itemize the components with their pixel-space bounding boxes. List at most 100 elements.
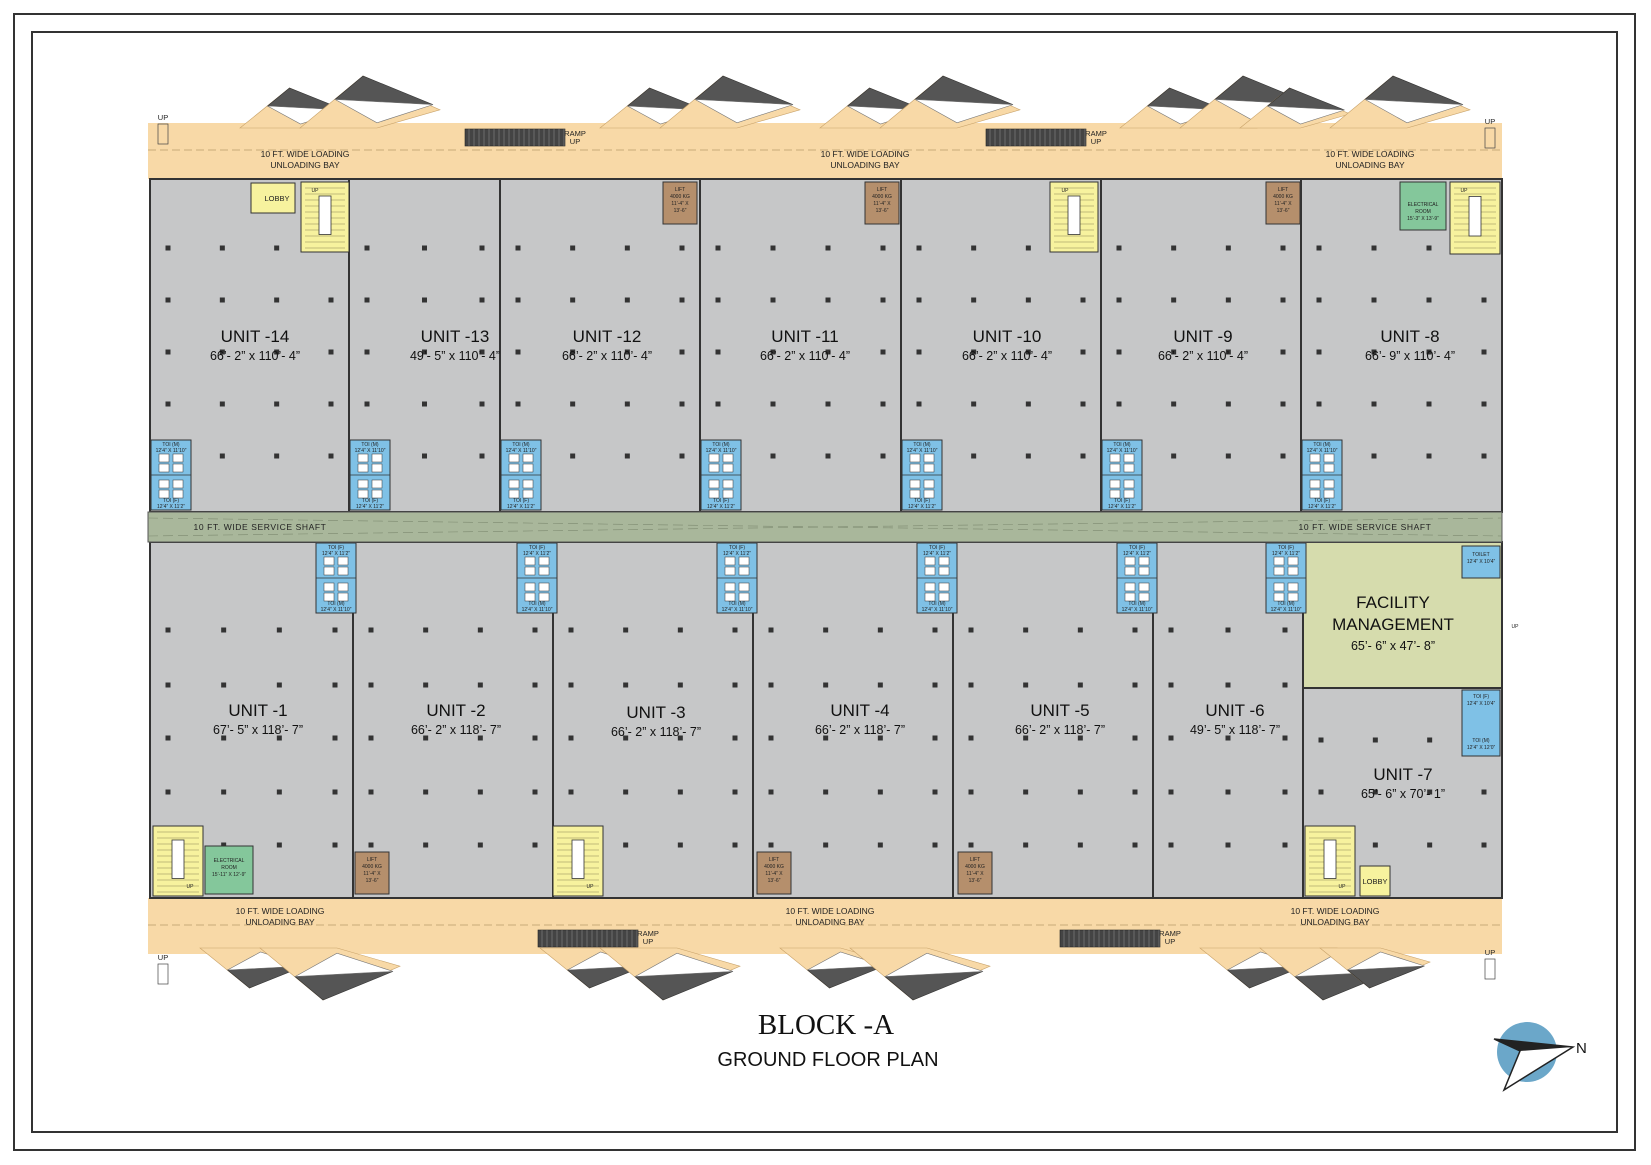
toilet-label: TOI (M) bbox=[528, 601, 545, 607]
column bbox=[971, 245, 977, 251]
wc-icon bbox=[938, 566, 950, 576]
column bbox=[679, 245, 685, 251]
column bbox=[423, 789, 429, 795]
column bbox=[364, 349, 370, 355]
toilet-dim: 12’4” X 11’2” bbox=[707, 504, 735, 510]
column bbox=[515, 349, 521, 355]
lobby-label: LOBBY bbox=[1362, 877, 1387, 886]
canopy-light bbox=[1267, 105, 1345, 125]
column bbox=[1481, 349, 1487, 355]
column bbox=[364, 245, 370, 251]
column bbox=[1023, 627, 1029, 633]
column bbox=[479, 297, 485, 303]
column bbox=[1282, 682, 1288, 688]
stair-well bbox=[1323, 839, 1337, 879]
column bbox=[1116, 349, 1122, 355]
wc-icon bbox=[337, 556, 349, 566]
column bbox=[1225, 349, 1231, 355]
column bbox=[1481, 789, 1487, 795]
column bbox=[968, 627, 974, 633]
column bbox=[332, 789, 338, 795]
wc-icon bbox=[524, 592, 536, 602]
column bbox=[624, 297, 630, 303]
column bbox=[515, 245, 521, 251]
ramp-label: UP bbox=[570, 137, 580, 146]
column bbox=[679, 297, 685, 303]
column bbox=[165, 682, 171, 688]
column bbox=[715, 349, 721, 355]
column bbox=[422, 401, 427, 407]
column bbox=[1316, 401, 1322, 407]
wc-icon bbox=[1323, 479, 1335, 489]
column bbox=[677, 627, 683, 633]
toilet-label: TOI (F) bbox=[1278, 545, 1294, 551]
column bbox=[1225, 789, 1231, 795]
toilet-dim: 12’4” X 11’2” bbox=[356, 504, 384, 510]
column bbox=[1225, 682, 1231, 688]
unit-dims-label: 66’- 9” x 110’- 4” bbox=[1365, 349, 1455, 363]
column bbox=[1171, 401, 1177, 407]
toilet-dim: 12’4” X 11’10” bbox=[907, 448, 938, 454]
toilet-label: TOI (F) bbox=[1129, 545, 1145, 551]
column bbox=[1023, 682, 1029, 688]
column bbox=[570, 349, 576, 355]
lift bbox=[662, 181, 698, 225]
wc-icon bbox=[538, 582, 550, 592]
column bbox=[276, 842, 282, 848]
ramp-label: RAMP bbox=[564, 129, 586, 138]
column bbox=[916, 349, 922, 355]
stair-up-label: UP bbox=[1461, 188, 1469, 194]
column bbox=[568, 682, 574, 688]
wc-icon bbox=[924, 592, 936, 602]
column bbox=[823, 682, 829, 688]
electrical-label: ROOM bbox=[221, 865, 237, 871]
lift bbox=[1265, 181, 1301, 225]
unit-dims-label: 66’- 2” x 118’- 7” bbox=[815, 723, 905, 737]
loading-bay-top bbox=[148, 123, 1502, 179]
column bbox=[219, 453, 225, 459]
column bbox=[623, 682, 629, 688]
wc-icon bbox=[724, 556, 736, 566]
column bbox=[532, 789, 538, 795]
column bbox=[1077, 627, 1083, 633]
wc-icon bbox=[524, 556, 536, 566]
unit-name-label: UNIT -12 bbox=[573, 327, 642, 346]
toilet-label: TOI (F) bbox=[513, 498, 529, 504]
lift-label: 13’-6” bbox=[1277, 208, 1290, 214]
toilet-dim: 12’4” X 11’10” bbox=[156, 448, 187, 454]
column bbox=[1168, 682, 1174, 688]
wc-icon bbox=[1138, 556, 1150, 566]
toilet-dim: 12’4” X 11’10” bbox=[355, 448, 386, 454]
wc-icon bbox=[508, 453, 520, 463]
unit-name-label: UNIT -3 bbox=[626, 703, 685, 722]
stair-well bbox=[571, 839, 585, 879]
wc-icon bbox=[924, 582, 936, 592]
column bbox=[274, 245, 280, 251]
stair-well bbox=[1468, 195, 1482, 237]
lift-label: 4000 KG bbox=[965, 864, 985, 870]
column bbox=[624, 349, 630, 355]
column bbox=[1077, 682, 1083, 688]
wc-icon bbox=[924, 566, 936, 576]
ramp bbox=[537, 929, 639, 948]
toilet-dim: 12’4” X 11’10” bbox=[922, 607, 953, 613]
wc-icon bbox=[738, 556, 750, 566]
canopy-light bbox=[1364, 99, 1464, 124]
unit-dims-label: 49’- 5” x 118’- 7” bbox=[1190, 723, 1280, 737]
ramp-label: RAMP bbox=[1159, 929, 1181, 938]
wc-icon bbox=[724, 566, 736, 576]
facility-up-label: UP bbox=[1512, 624, 1520, 630]
toilet-label: TOI (M) bbox=[928, 601, 945, 607]
column bbox=[1372, 789, 1378, 795]
toilet-dim: 12’4” X 11’2” bbox=[1272, 551, 1300, 557]
column bbox=[968, 735, 974, 741]
lift-label: 11’-4” X bbox=[363, 871, 381, 877]
column bbox=[968, 682, 974, 688]
electrical-label: 15’-3” X 13’-9” bbox=[1407, 216, 1439, 222]
column bbox=[932, 735, 938, 741]
toilet-dim: 12’4” X 10’4” bbox=[1467, 701, 1496, 707]
toilet-label: TOI (F) bbox=[163, 498, 179, 504]
column bbox=[732, 627, 738, 633]
